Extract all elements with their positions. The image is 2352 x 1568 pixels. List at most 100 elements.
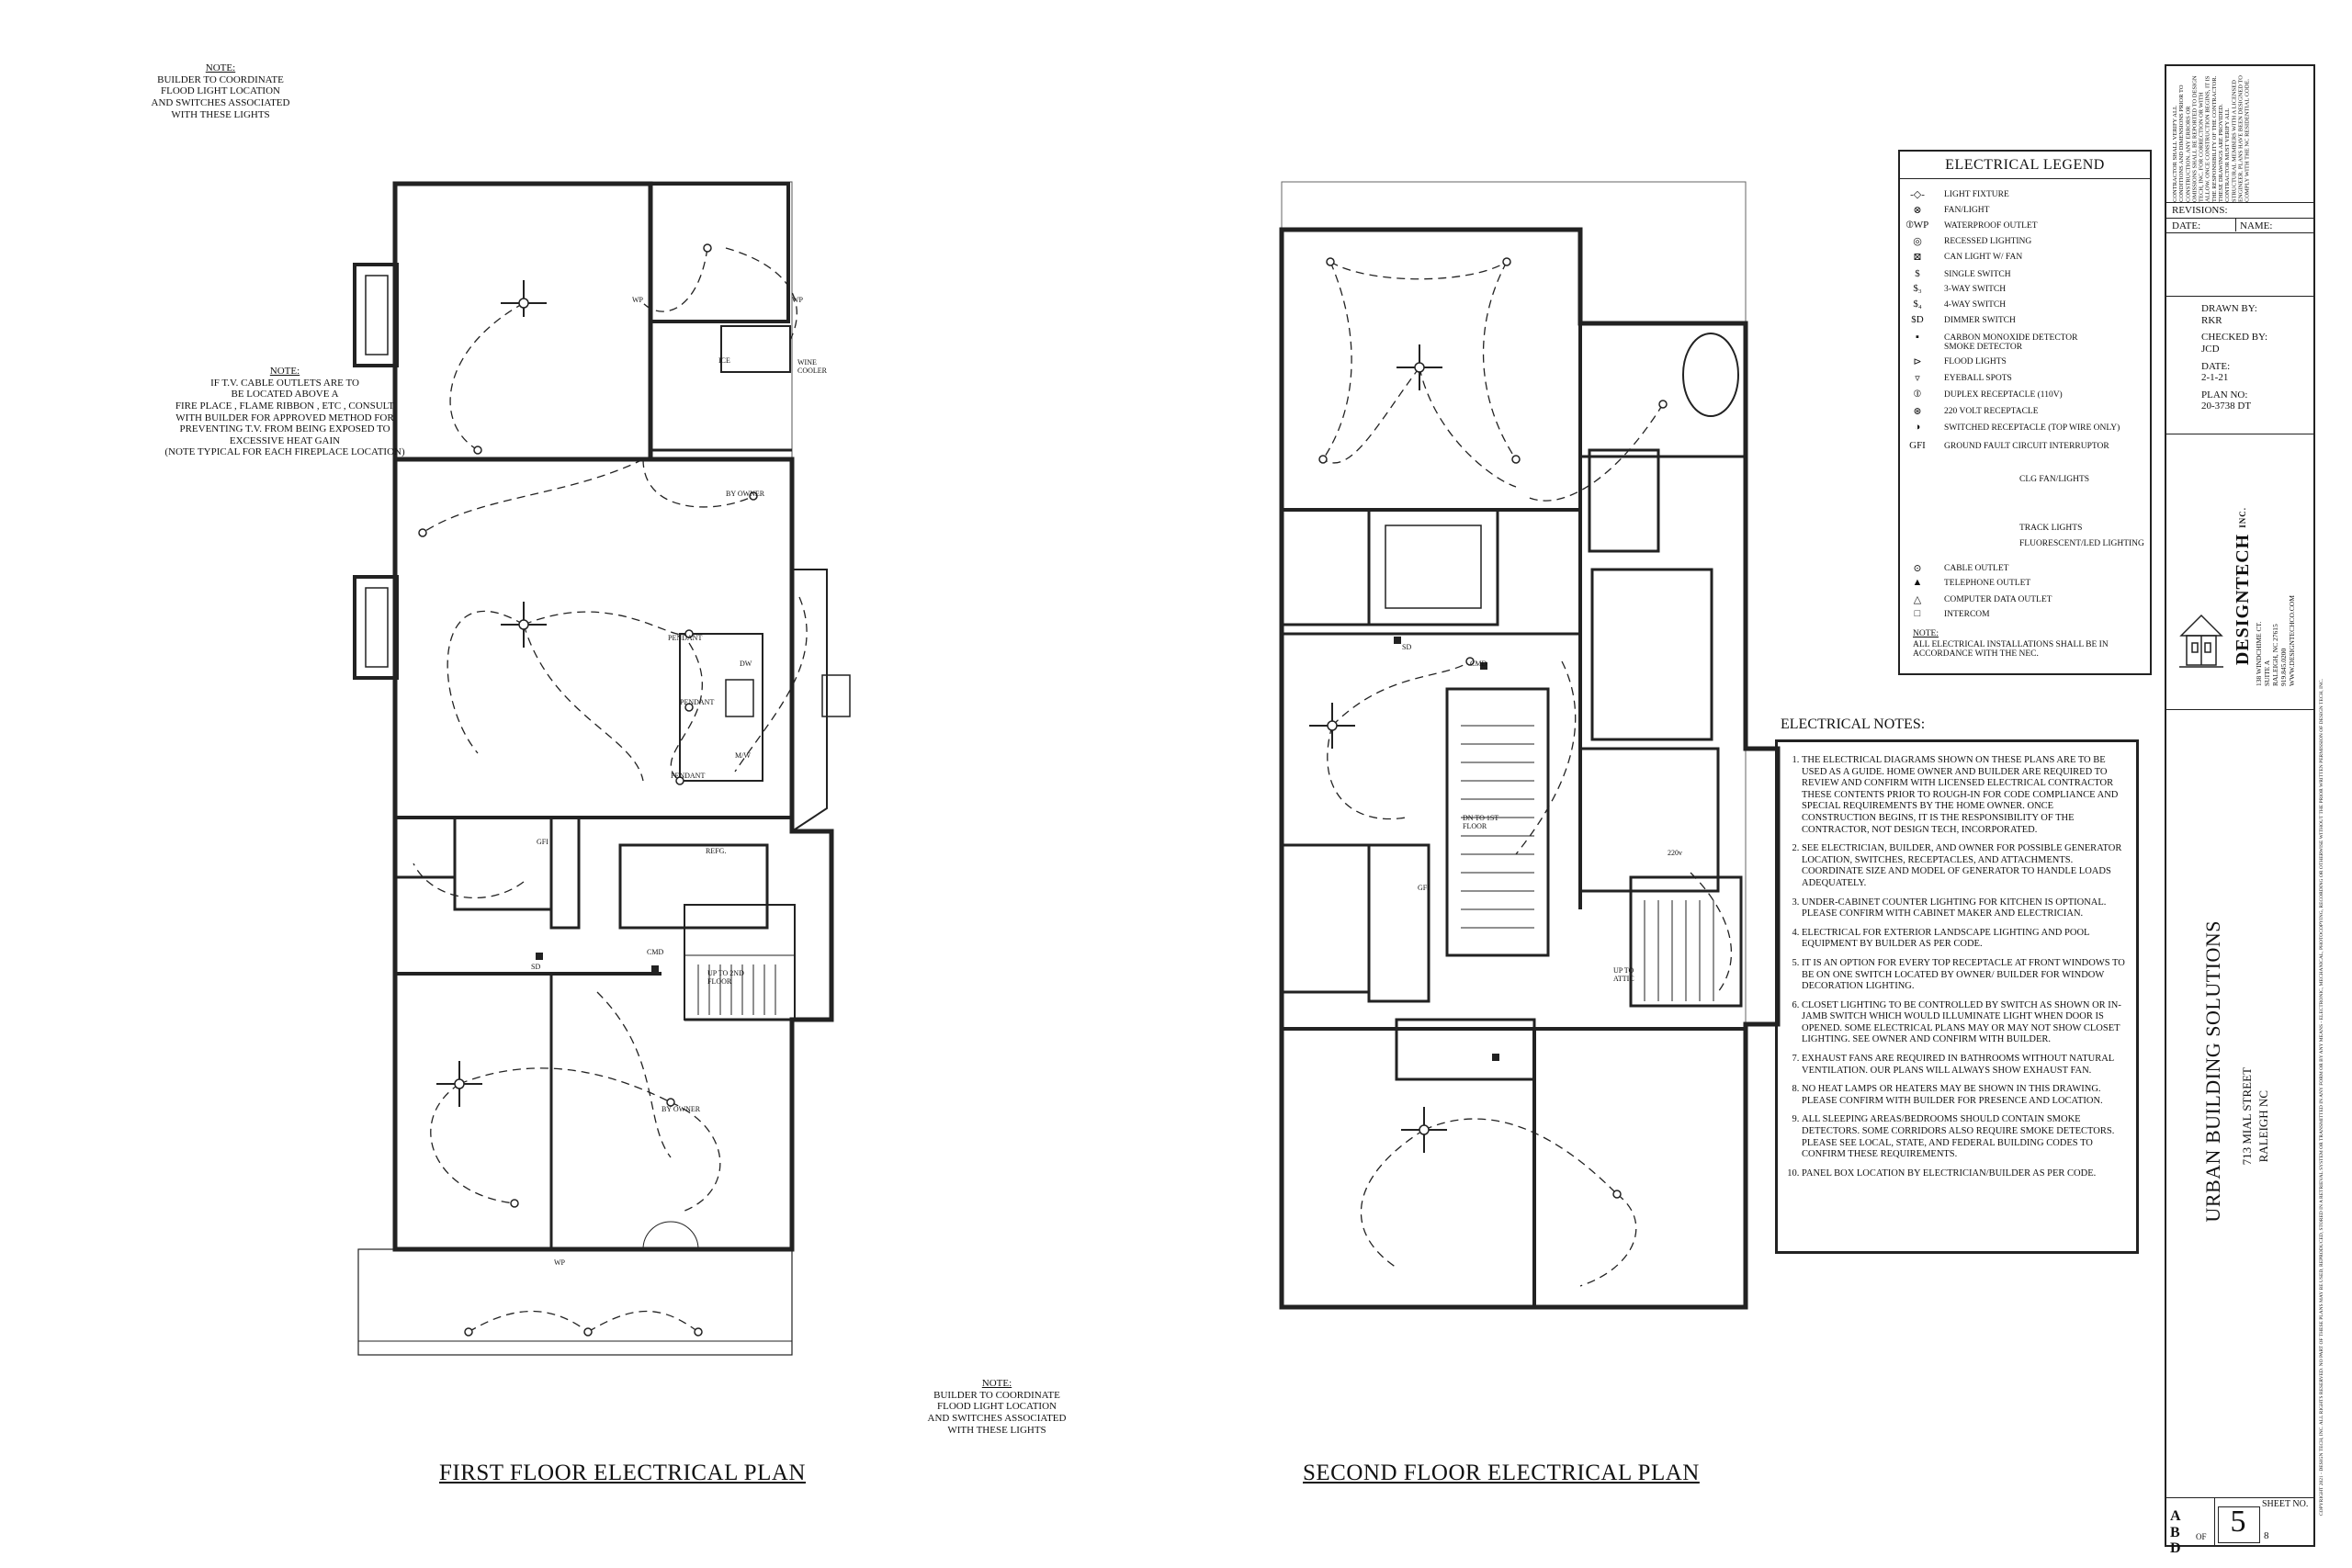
date-label: DATE:: [2201, 360, 2231, 372]
label-220v: 220v: [1668, 849, 1682, 857]
label-by-owner-1: BY OWNER: [726, 490, 765, 498]
label-attic: UP TO ATTIC: [1613, 966, 1634, 983]
label-sd-2: SD: [1402, 643, 1412, 651]
company-address: 138 WINDCHIME CT. SUITE A RALEIGH, NC 27…: [2255, 502, 2296, 686]
note-line: BUILDER TO COORDINATE: [933, 1389, 1060, 1401]
note-line: PREVENTING T.V. FROM BEING EXPOSED TO: [179, 423, 390, 435]
legend-symbol-icon: ⊳: [1913, 356, 1922, 367]
legend-symbol-icon: ◑: [1914, 422, 1921, 433]
address-line: SUITE A: [2263, 660, 2271, 686]
title-block: CONTRACTOR SHALL VERIFY ALL CONDITIONS A…: [2165, 64, 2315, 1556]
note-heading: NOTE:: [981, 1378, 1012, 1389]
note-line: FLOOD LIGHT LOCATION: [937, 1401, 1057, 1413]
legend-label: 3-WAY SWITCH: [1944, 285, 2007, 294]
electrical-note: EXHAUST FANS ARE REQUIRED IN BATHROOMS W…: [1802, 1054, 2125, 1077]
label-pendant-1: PENDANT: [668, 634, 703, 642]
label-refg: REFG.: [706, 847, 727, 855]
legend-label: INTERCOM: [1944, 610, 1990, 619]
legend-label: CLG FAN/LIGHTS: [2019, 475, 2090, 484]
legend-label: SWITCHED RECEPTACLE (TOP WIRE ONLY): [1944, 423, 2120, 433]
note-line: (NOTE TYPICAL FOR EACH FIREPLACE LOCATIO…: [164, 446, 405, 458]
legend-symbol-icon: $: [1915, 268, 1920, 279]
sheet-number-box: [2218, 1506, 2260, 1543]
disclaimer: CONTRACTOR SHALL VERIFY ALL CONDITIONS A…: [2172, 73, 2310, 202]
legend-symbol-icon: △: [1913, 594, 1922, 605]
electrical-note: SEE ELECTRICIAN, BUILDER, AND OWNER FOR …: [1802, 843, 2125, 889]
revisions-label: REVISIONS:: [2172, 205, 2228, 216]
sheet-number: 5: [2230, 1505, 2246, 1539]
legend-symbol-icon: ◎: [1913, 236, 1922, 247]
label-down: DN TO 1ST FLOOR: [1463, 814, 1499, 830]
electrical-notes-list: THE ELECTRICAL DIAGRAMS SHOWN ON THESE P…: [1778, 755, 2125, 1179]
legend-label: 4-WAY SWITCH: [1944, 300, 2007, 310]
of-label: OF: [2196, 1532, 2207, 1541]
note-line: BE LOCATED ABOVE A: [231, 389, 339, 400]
electrical-note: PANEL BOX LOCATION BY ELECTRICIAN/BUILDE…: [1802, 1168, 2125, 1180]
electrical-note: NO HEAT LAMPS OR HEATERS MAY BE SHOWN IN…: [1802, 1084, 2125, 1107]
legend-label: CARBON MONOXIDE DETECTOR SMOKE DETECTOR: [1944, 333, 2078, 352]
first-floor-title: FIRST FLOOR ELECTRICAL PLAN: [439, 1461, 806, 1485]
address-line: 138 WINDCHIME CT.: [2255, 621, 2263, 686]
legend-label: DUPLEX RECEPTACLE (110V): [1944, 390, 2063, 400]
drawn-by-value: RKR: [2201, 314, 2222, 326]
legend-label: TELEPHONE OUTLET: [1944, 579, 2031, 588]
legend-symbol-icon: $₃: [1913, 283, 1922, 294]
note-fireplace: NOTE: IF T.V. CABLE OUTLETS ARE TO BE LO…: [119, 366, 450, 458]
first-floor-plan: [353, 181, 851, 1356]
note-line: WITH THESE LIGHTS: [171, 108, 270, 120]
label-gfi: GFI: [537, 838, 548, 846]
note-line: FIRE PLACE , FLAME RIBBON , ETC , CONSUL…: [175, 400, 395, 412]
checked-by-label: CHECKED BY:: [2201, 332, 2268, 344]
address-line: WWW.DESIGNTECHCO.COM: [2288, 595, 2296, 686]
legend-note-text: ALL ELECTRICAL INSTALLATIONS SHALL BE IN…: [1913, 640, 2109, 659]
legend-label: CABLE OUTLET: [1944, 564, 2009, 573]
legend-label: RECESSED LIGHTING: [1944, 237, 2032, 246]
legend-label: DIMMER SWITCH: [1944, 316, 2016, 325]
legend-symbol-icon: ▲: [1912, 577, 1923, 588]
project-name: URBAN BUILDING SOLUTIONS: [2201, 920, 2224, 1223]
label-up: UP TO 2ND FLOOR: [707, 969, 744, 986]
legend-symbol-icon: □: [1914, 608, 1921, 619]
note-heading: NOTE:: [205, 62, 236, 73]
legend-symbol-icon: ⦶: [1914, 389, 1921, 400]
address-line: RALEIGH, NC 27615: [2271, 624, 2279, 686]
ab-logo: A B D: [2170, 1508, 2181, 1557]
electrical-note: CLOSET LIGHTING TO BE CONTROLLED BY SWIT…: [1802, 1000, 2125, 1046]
legend-symbol-icon: $D: [1911, 314, 1924, 325]
checked-by-value: JCD: [2201, 343, 2220, 355]
date-value: 2-1-21: [2201, 372, 2229, 384]
project-city: RALEIGH NC: [2256, 1090, 2270, 1163]
project-street: 713 MIAL STREET: [2240, 1067, 2254, 1166]
note-line: AND SWITCHES ASSOCIATED: [151, 96, 290, 108]
label-pendant-3: PENDANT: [671, 772, 706, 780]
label-dw: DW: [740, 660, 752, 668]
note-line: IF T.V. CABLE OUTLETS ARE TO: [210, 377, 359, 389]
note-heading: NOTE:: [269, 366, 300, 377]
electrical-note: UNDER-CABINET COUNTER LIGHTING FOR KITCH…: [1802, 897, 2125, 920]
legend-label: FLOOD LIGHTS: [1944, 357, 2007, 367]
note-line: WITH THESE LIGHTS: [947, 1424, 1046, 1436]
label-wp-2: WP: [792, 296, 803, 304]
second-floor-plan: [1279, 181, 1781, 1310]
label-by-owner-2: BY OWNER: [662, 1105, 701, 1113]
drawn-by-label: DRAWN BY:: [2201, 303, 2257, 314]
legend-symbol-icon: ▿: [1915, 373, 1920, 384]
electrical-notes: THE ELECTRICAL DIAGRAMS SHOWN ON THESE P…: [1775, 739, 2139, 1254]
electrical-legend: ELECTRICAL LEGEND -◇-LIGHT FIXTURE⊗FAN/L…: [1898, 150, 2152, 675]
company-suffix: INC.: [2238, 507, 2247, 528]
legend-symbol-icon: $₄: [1913, 299, 1922, 310]
legend-label: WATERPROOF OUTLET: [1944, 221, 2038, 231]
legend-symbol-icon: ⊛: [1913, 406, 1922, 417]
designtech-logo: [2177, 608, 2225, 672]
label-cmd-2: CMD: [1470, 660, 1487, 668]
drawn-by: DRAWN BY: RKR CHECKED BY: JCD DATE: 2-1-…: [2201, 303, 2267, 412]
legend-symbol-icon: ▪: [1916, 332, 1919, 343]
label-cmd: CMD: [647, 948, 664, 956]
legend-symbol-icon: ⊙: [1913, 563, 1922, 574]
label-wp-3: WP: [554, 1258, 565, 1267]
label-mw: M/W: [735, 751, 751, 760]
legend-label: GROUND FAULT CIRCUIT INTERRUPTOR: [1944, 442, 2109, 451]
electrical-note: IT IS AN OPTION FOR EVERY TOP RECEPTACLE…: [1802, 958, 2125, 993]
label-gfi-2: GFI: [1418, 884, 1430, 892]
